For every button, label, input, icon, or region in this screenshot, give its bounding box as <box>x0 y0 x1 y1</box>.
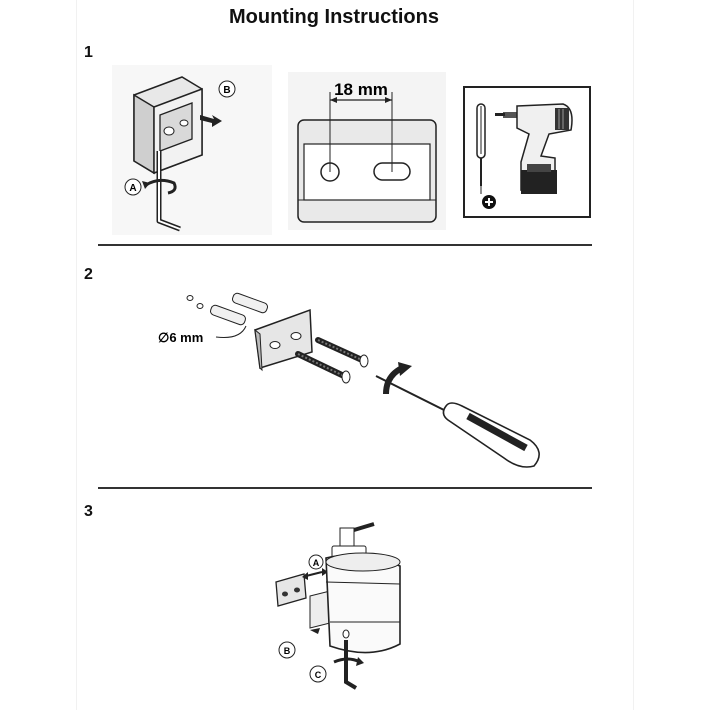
screwdriver-icon <box>476 103 486 194</box>
step-3-number: 3 <box>84 503 93 520</box>
step-1-label-a: A <box>129 183 136 194</box>
step-1-label-b: B <box>223 85 230 96</box>
plus-icon <box>482 195 496 209</box>
step-2-installation-illustration: ∅6 mm <box>158 292 540 468</box>
step-1-bracket-illustration: B A <box>112 65 272 235</box>
section-divider-1 <box>98 244 592 246</box>
step-1-tools-box <box>463 86 591 218</box>
step-3-label-b: B <box>284 646 291 656</box>
step-1-number: 1 <box>84 44 93 61</box>
step-1-plate-dimension: 18 mm <box>288 72 446 230</box>
step-2-number: 2 <box>84 266 93 283</box>
page-title: Mounting Instructions <box>229 6 439 28</box>
step-3-label-a: A <box>313 558 320 568</box>
diameter-label: ∅6 mm <box>158 330 203 345</box>
section-divider-2 <box>98 487 592 489</box>
step-3-label-c: C <box>315 670 322 680</box>
drill-icon <box>495 103 573 194</box>
dimension-label: 18 mm <box>334 80 388 99</box>
step-3-dispenser-illustration: A B C <box>275 522 401 690</box>
